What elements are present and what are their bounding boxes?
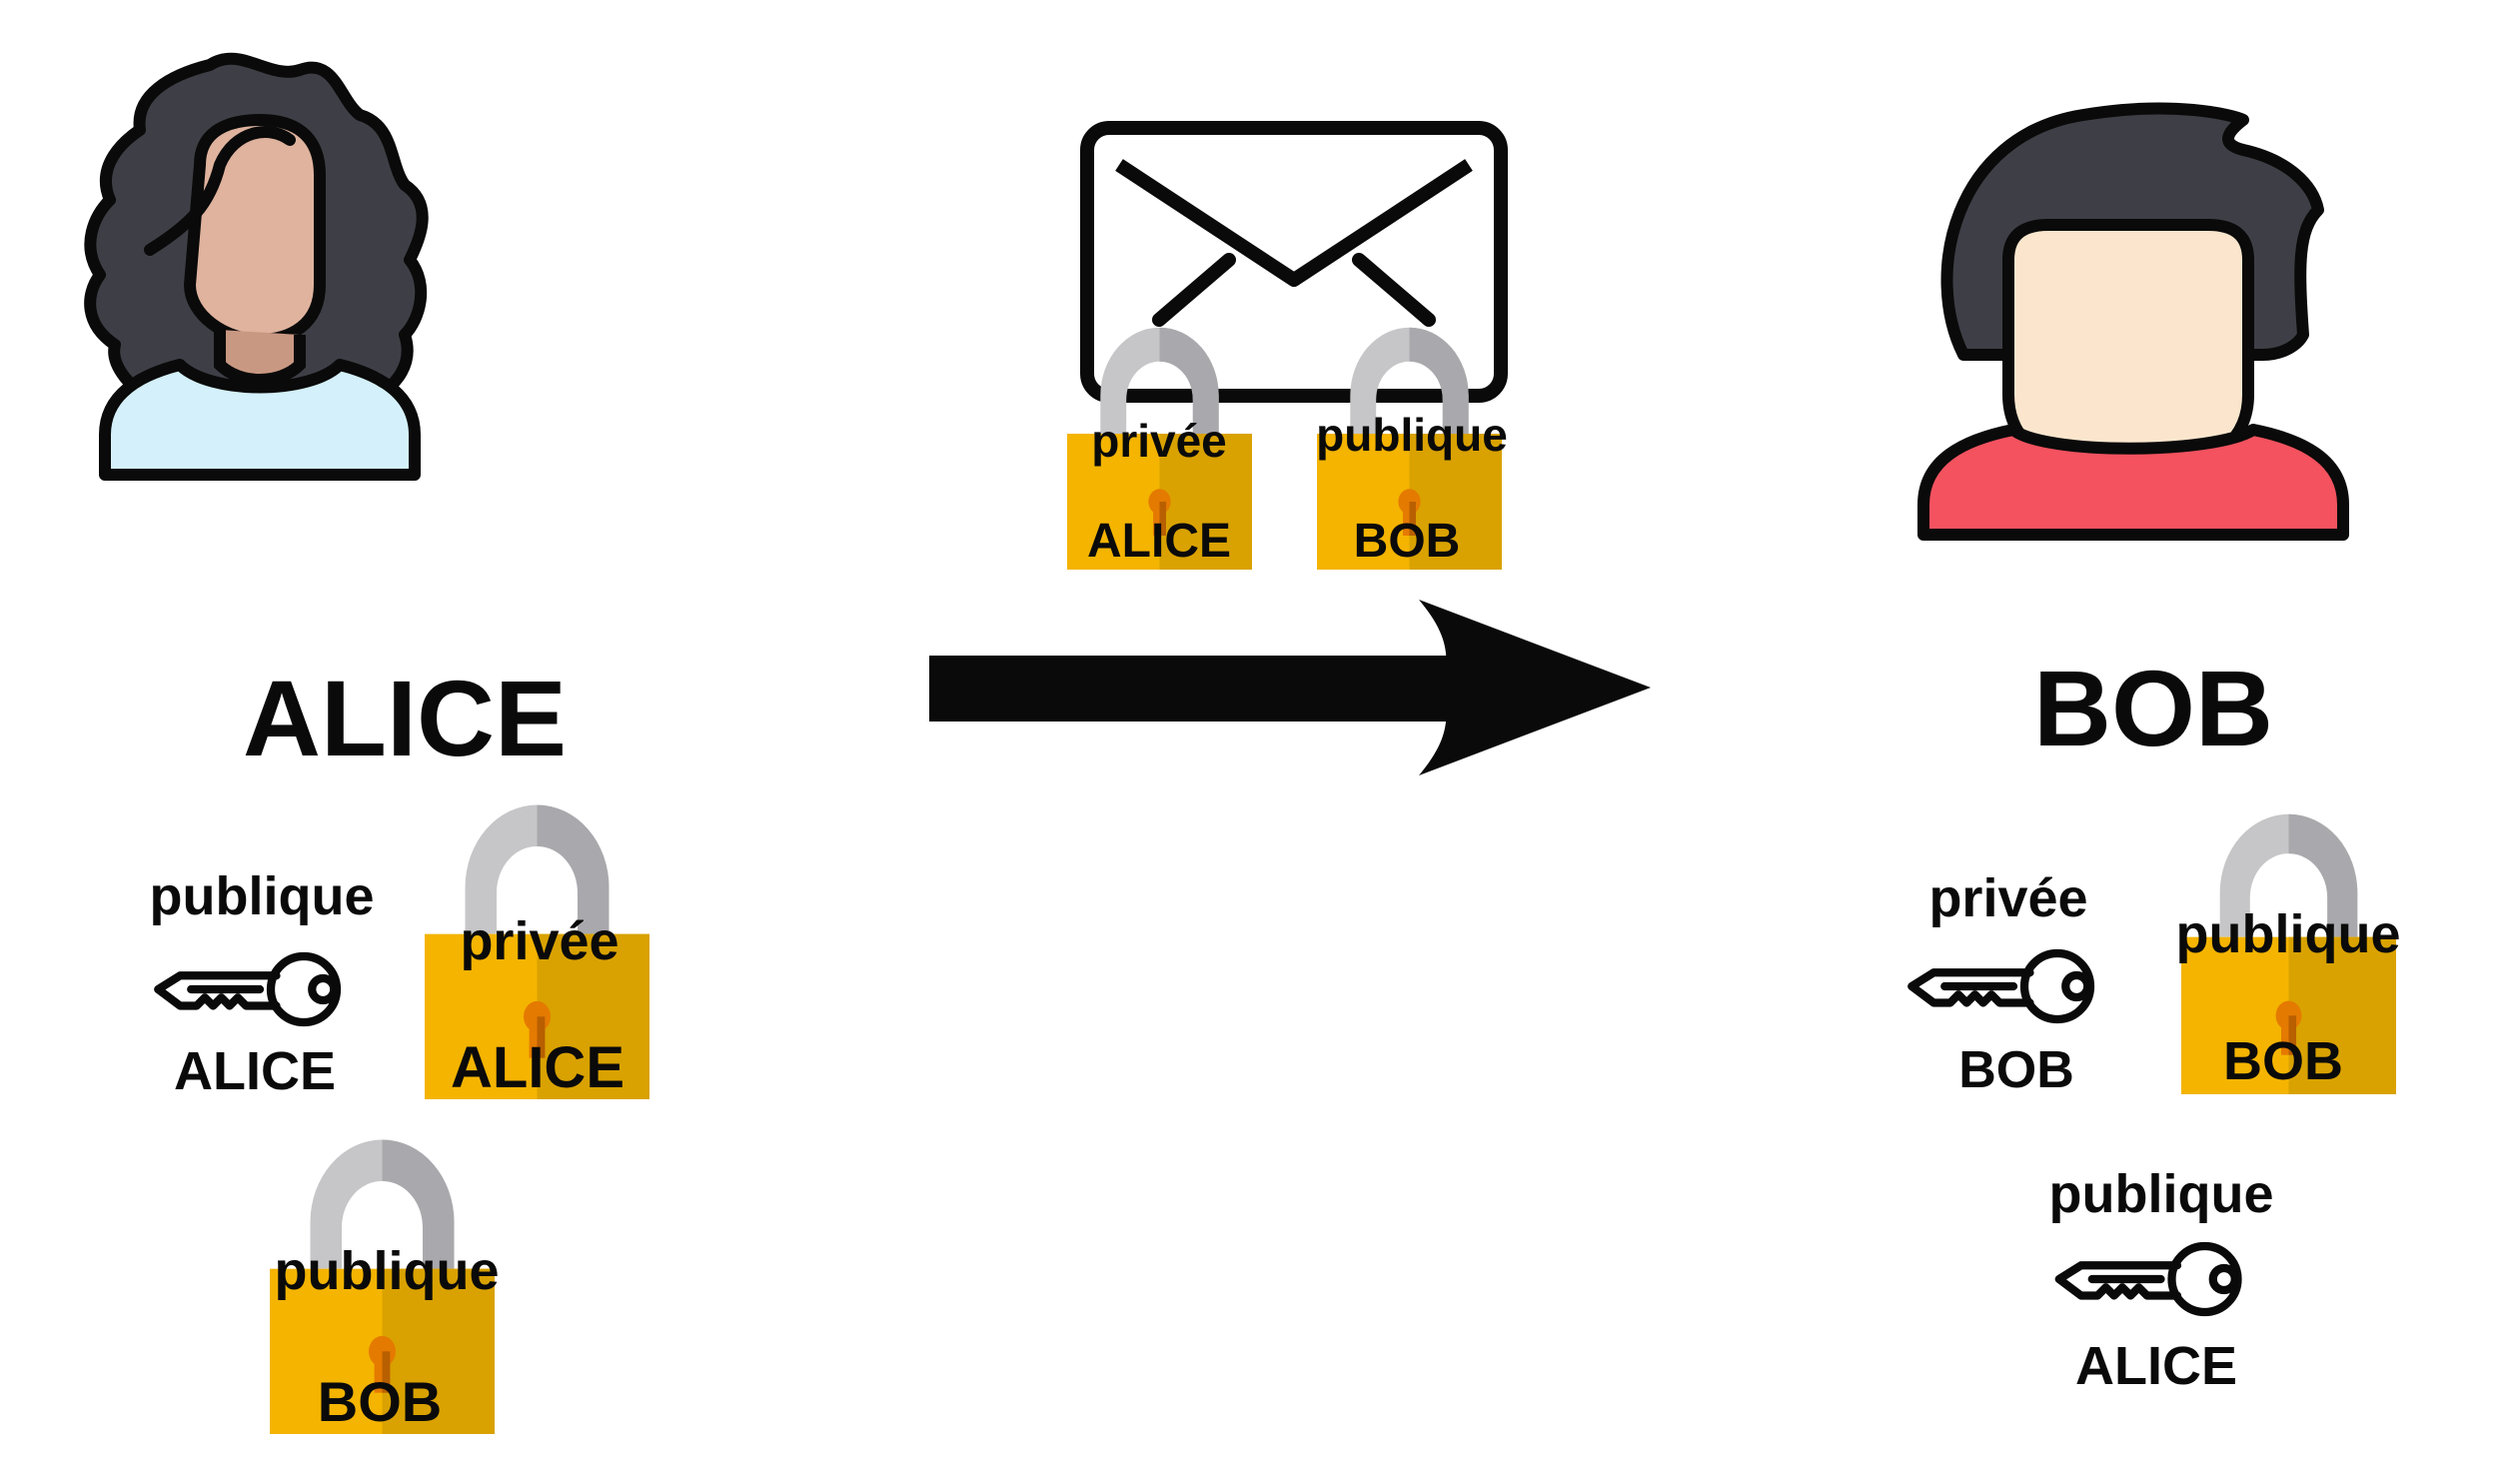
envelope-icon bbox=[1080, 121, 1508, 403]
message-lock2-bottom-label: BOB bbox=[1353, 515, 1461, 568]
alice-lock-own-top-label: privée bbox=[460, 911, 620, 971]
key-icon bbox=[2038, 1224, 2283, 1334]
message-lock2-top-label: publique bbox=[1316, 409, 1508, 461]
bob-key-own-top-label: privée bbox=[1928, 868, 2088, 928]
alice-lock-own-bottom-label: ALICE bbox=[451, 1035, 625, 1100]
alice-key-bottom-label: ALICE bbox=[174, 1041, 336, 1101]
alice-lock-bob-bottom-label: BOB bbox=[317, 1370, 443, 1433]
bob-name-label: BOB bbox=[2033, 648, 2273, 768]
message-lock1-bottom-label: ALICE bbox=[1087, 515, 1231, 568]
alice-avatar-icon bbox=[84, 52, 429, 481]
alice-key-top-label: publique bbox=[149, 866, 375, 926]
alice-lock-bob-top-label: publique bbox=[274, 1241, 500, 1301]
bob-key-own-bottom-label: BOB bbox=[1958, 1041, 2074, 1099]
bob-lock-own-bottom-label: BOB bbox=[2223, 1031, 2343, 1091]
bob-avatar-icon bbox=[1917, 102, 2349, 541]
bob-key-alice-bottom-label: ALICE bbox=[2075, 1336, 2237, 1396]
key-icon bbox=[1893, 931, 2133, 1041]
arrow-right-icon bbox=[929, 600, 1651, 775]
bob-key-alice-top-label: publique bbox=[2048, 1164, 2274, 1224]
key-icon bbox=[135, 934, 385, 1044]
alice-name-label: ALICE bbox=[243, 658, 567, 778]
bob-lock-own-top-label: publique bbox=[2175, 904, 2401, 964]
message-lock1-top-label: privée bbox=[1091, 415, 1227, 467]
